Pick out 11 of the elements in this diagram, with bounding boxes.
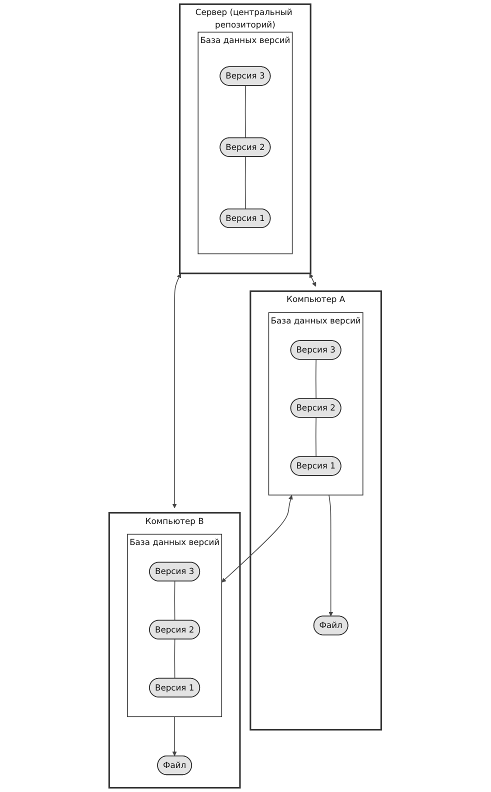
connector [174,580,176,621]
arrow [310,273,316,287]
connector [316,359,317,400]
arrow [222,495,294,583]
connector [174,638,176,679]
connector [245,85,246,138]
connector [316,417,317,458]
arrow [172,273,182,508]
connector [245,156,246,210]
arrow [328,494,334,616]
arrow [172,716,178,756]
